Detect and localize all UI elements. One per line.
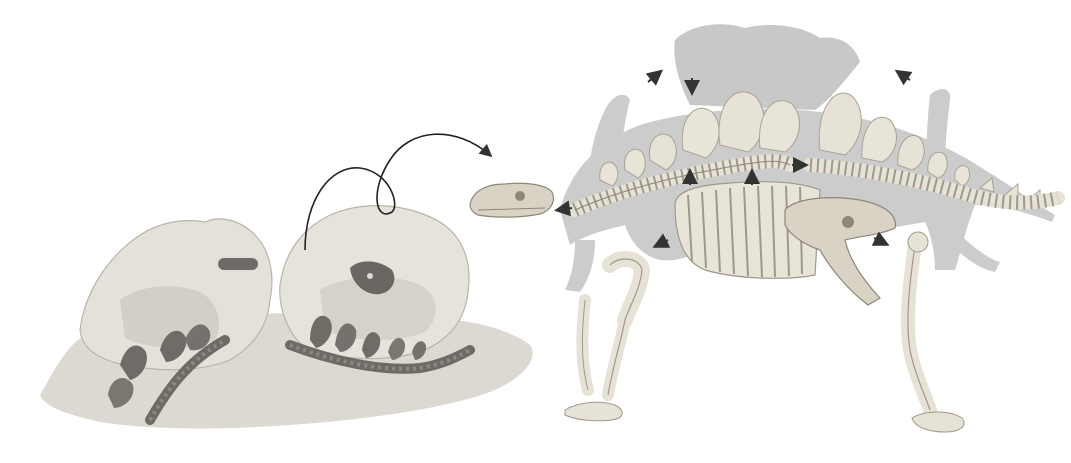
arrow-icon bbox=[874, 238, 886, 244]
excavation-kit bbox=[40, 206, 533, 429]
arrow-icon bbox=[648, 72, 660, 82]
fossil-bone-piece bbox=[218, 258, 258, 270]
fossil-eye-hole bbox=[367, 273, 373, 279]
skull bbox=[470, 183, 554, 217]
arrow-icon bbox=[898, 72, 910, 80]
